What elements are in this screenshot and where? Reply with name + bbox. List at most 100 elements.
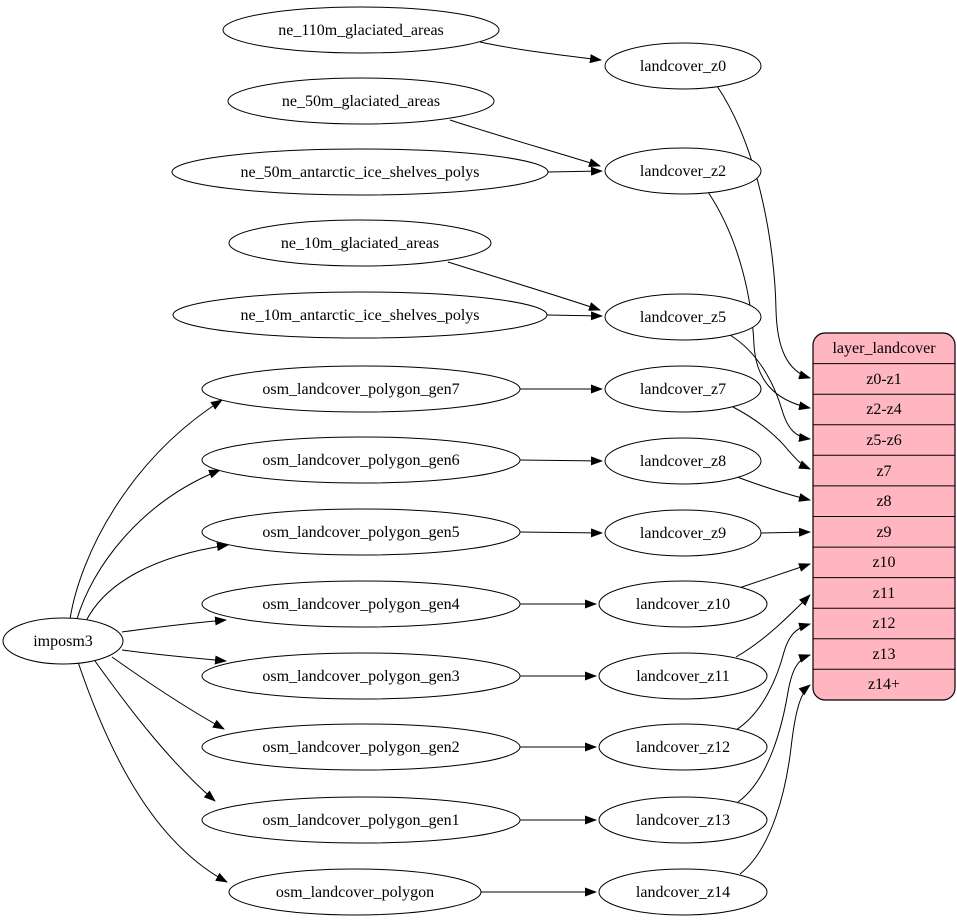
edge-landcover-z9-to-row-z9 bbox=[760, 527, 811, 537]
edge-landcover-z13-to-row-z13 bbox=[737, 654, 811, 803]
node-label: landcover_z14 bbox=[636, 884, 730, 901]
node-label: landcover_z11 bbox=[636, 668, 730, 685]
edge-imposm3-to-gen3 bbox=[121, 649, 227, 665]
table-row-z14plus: z14+ bbox=[868, 676, 900, 693]
node-ellipse bbox=[227, 77, 495, 125]
node-label: osm_landcover_polygon bbox=[276, 884, 434, 901]
node-ellipse bbox=[201, 580, 521, 628]
node-label: landcover_z7 bbox=[640, 381, 726, 398]
node-landcover-z12: landcover_z12 bbox=[598, 723, 768, 771]
edge-landcover-z11-to-row-z11 bbox=[735, 594, 811, 658]
node-ellipse bbox=[201, 365, 521, 413]
node-label: ne_10m_antarctic_ice_shelves_polys bbox=[240, 307, 479, 324]
edge-ne-50m-antarctic-ice-shelves-polys-to-landcover-z2 bbox=[547, 166, 603, 176]
node-ellipse bbox=[598, 723, 768, 771]
edge-imposm3-to-gen7 bbox=[69, 399, 223, 620]
node-ellipse bbox=[604, 509, 762, 557]
edge-landcover-z5-to-row-z5-z6 bbox=[729, 334, 811, 442]
edge-imposm3-to-gen4 bbox=[121, 616, 227, 633]
table-row-z8: z8 bbox=[876, 493, 891, 510]
node-label: osm_landcover_polygon_gen3 bbox=[262, 668, 459, 685]
table-title: layer_landcover bbox=[832, 340, 936, 357]
node-ellipse bbox=[201, 652, 521, 700]
node-label: imposm3 bbox=[33, 633, 93, 650]
edge-landcover-z2-to-row-z2-z4 bbox=[707, 191, 811, 411]
node-landcover-z5: landcover_z5 bbox=[604, 293, 762, 341]
node-label: landcover_z8 bbox=[640, 453, 726, 470]
node-landcover-z13: landcover_z13 bbox=[598, 796, 768, 844]
node-osm-landcover-polygon-gen4: osm_landcover_polygon_gen4 bbox=[201, 580, 521, 628]
node-label: landcover_z5 bbox=[640, 309, 726, 326]
node-ellipse bbox=[222, 6, 500, 54]
table-row-z0-z1: z0-z1 bbox=[866, 371, 902, 388]
node-ellipse bbox=[598, 796, 768, 844]
node-label: osm_landcover_polygon_gen1 bbox=[262, 812, 459, 829]
table-row-z11: z11 bbox=[873, 585, 896, 602]
node-osm-landcover-polygon: osm_landcover_polygon bbox=[228, 868, 482, 916]
table-row-z5-z6: z5-z6 bbox=[866, 432, 902, 449]
node-landcover-z8: landcover_z8 bbox=[604, 437, 762, 485]
node-label: osm_landcover_polygon_gen5 bbox=[262, 524, 459, 541]
source-nodes: ne_110m_glaciated_areas ne_50m_glaciated… bbox=[171, 6, 549, 916]
node-ellipse bbox=[228, 219, 492, 267]
node-imposm3: imposm3 bbox=[2, 617, 124, 665]
node-label: landcover_z9 bbox=[640, 525, 726, 542]
node-ne-110m-glaciated-areas: ne_110m_glaciated_areas bbox=[222, 6, 500, 54]
node-ellipse bbox=[201, 508, 521, 556]
node-ellipse bbox=[228, 868, 482, 916]
node-label: ne_50m_antarctic_ice_shelves_polys bbox=[240, 164, 479, 181]
edge-landcover-z12-to-row-z12 bbox=[735, 622, 811, 731]
edge-gen6-to-landcover-z8 bbox=[519, 456, 603, 466]
node-ellipse bbox=[2, 617, 124, 665]
node-landcover-z9: landcover_z9 bbox=[604, 509, 762, 557]
table-layer-landcover: layer_landcover z0-z1 z2-z4 z5-z6 z7 z8 … bbox=[812, 332, 956, 701]
node-landcover-z11: landcover_z11 bbox=[598, 652, 768, 700]
node-osm-landcover-polygon-gen6: osm_landcover_polygon_gen6 bbox=[201, 436, 521, 484]
edge-imposm3-to-gen1 bbox=[94, 660, 216, 802]
node-ellipse bbox=[172, 291, 548, 339]
node-osm-landcover-polygon-gen2: osm_landcover_polygon_gen2 bbox=[201, 723, 521, 771]
node-ne-10m-antarctic-ice-shelves-polys: ne_10m_antarctic_ice_shelves_polys bbox=[172, 291, 548, 339]
edge-landcover-z8-to-row-z8 bbox=[736, 476, 811, 502]
node-label: osm_landcover_polygon_gen6 bbox=[262, 452, 459, 469]
node-landcover-z2: landcover_z2 bbox=[604, 147, 762, 195]
node-ellipse bbox=[171, 148, 549, 196]
node-ellipse bbox=[598, 580, 768, 628]
node-label: osm_landcover_polygon_gen2 bbox=[262, 739, 459, 756]
node-osm-landcover-polygon-gen3: osm_landcover_polygon_gen3 bbox=[201, 652, 521, 700]
edge-ne-10m-antarctic-ice-shelves-polys-to-landcover-z5 bbox=[546, 311, 603, 321]
node-label: ne_50m_glaciated_areas bbox=[282, 93, 440, 110]
node-label: ne_10m_glaciated_areas bbox=[281, 235, 439, 252]
node-ne-50m-antarctic-ice-shelves-polys: ne_50m_antarctic_ice_shelves_polys bbox=[171, 148, 549, 196]
table-row-z12: z12 bbox=[872, 615, 895, 632]
node-landcover-z0: landcover_z0 bbox=[604, 42, 762, 90]
edge-ne-110m-glaciated-areas-to-landcover-z0 bbox=[479, 41, 602, 64]
edge-landcover-z0-to-row-z0-z1 bbox=[716, 85, 811, 380]
node-ne-10m-glaciated-areas: ne_10m_glaciated_areas bbox=[228, 219, 492, 267]
node-ellipse bbox=[604, 42, 762, 90]
table-row-z7: z7 bbox=[876, 463, 891, 480]
node-label: landcover_z10 bbox=[636, 596, 730, 613]
table-row-z13: z13 bbox=[872, 646, 895, 663]
node-ellipse bbox=[201, 723, 521, 771]
node-ellipse bbox=[201, 796, 521, 844]
node-label: landcover_z13 bbox=[636, 812, 730, 829]
node-landcover-z14: landcover_z14 bbox=[598, 868, 768, 916]
edge-landcover-z14-to-row-z14plus bbox=[739, 684, 811, 875]
node-landcover-z10: landcover_z10 bbox=[598, 580, 768, 628]
table-row-z9: z9 bbox=[876, 524, 891, 541]
edge-imposm3-to-gen5 bbox=[85, 542, 229, 622]
node-label: osm_landcover_polygon_gen7 bbox=[262, 381, 459, 398]
table-row-z10: z10 bbox=[872, 554, 895, 571]
table-row-z2-z4: z2-z4 bbox=[866, 401, 902, 418]
edge-imposm3-to-gen2 bbox=[111, 656, 225, 730]
node-osm-landcover-polygon-gen7: osm_landcover_polygon_gen7 bbox=[201, 365, 521, 413]
node-ellipse bbox=[201, 436, 521, 484]
node-osm-landcover-polygon-gen1: osm_landcover_polygon_gen1 bbox=[201, 796, 521, 844]
edge-landcover-z10-to-row-z10 bbox=[738, 563, 811, 589]
edge-imposm3-to-gen6 bbox=[76, 469, 221, 620]
edge-gen5-to-landcover-z9 bbox=[519, 528, 603, 538]
edge-landcover-z7-to-row-z7 bbox=[732, 406, 811, 470]
